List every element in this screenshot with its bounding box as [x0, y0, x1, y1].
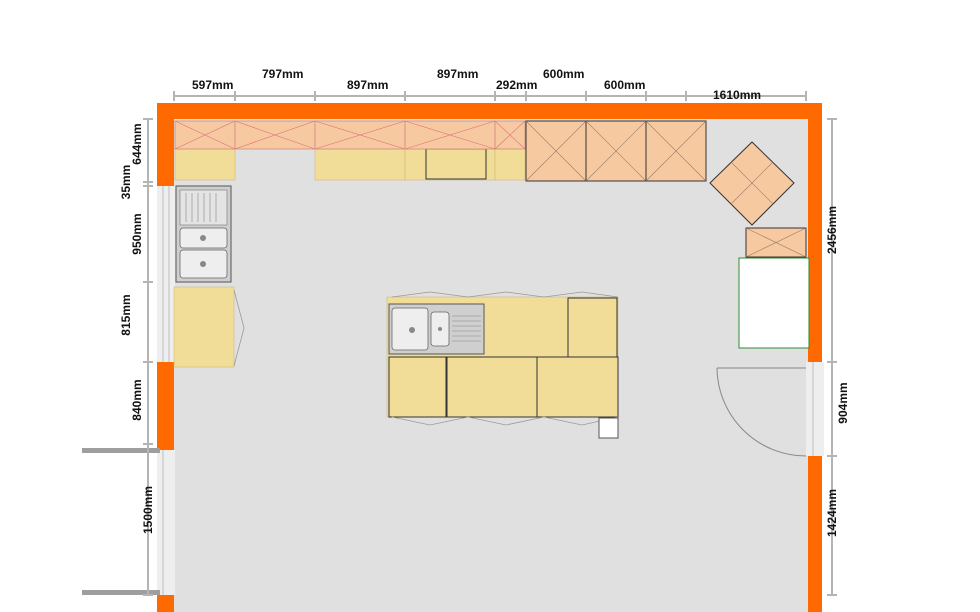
- dim-left-2: 35mm: [119, 165, 133, 200]
- dim-left-6: 1500mm: [141, 486, 155, 534]
- left-base-cabinet[interactable]: [173, 286, 235, 368]
- refrigerator[interactable]: [738, 257, 810, 349]
- dim-left-4: 815mm: [119, 294, 133, 335]
- left-dimension-labels: 644mm 35mm 950mm 815mm 840mm 1500mm: [119, 123, 155, 534]
- dim-top-7: 600mm: [604, 78, 645, 92]
- dim-left-3: 950mm: [130, 213, 144, 254]
- dim-top-3: 897mm: [347, 78, 388, 92]
- left-window-upper[interactable]: [157, 186, 175, 362]
- dim-top-1: 597mm: [192, 78, 233, 92]
- dim-right-3: 1424mm: [825, 489, 839, 537]
- dim-right-2: 904mm: [836, 382, 850, 423]
- top-base-cabinets[interactable]: [174, 148, 526, 181]
- corner-cabinet[interactable]: [709, 141, 795, 226]
- right-dimension-labels: 2456mm 904mm 1424mm: [825, 206, 850, 537]
- top-dimension-labels: 597mm 797mm 897mm 897mm 292mm 600mm 600m…: [192, 67, 761, 102]
- dimension-lines: [143, 91, 837, 596]
- dim-top-5: 292mm: [496, 78, 537, 92]
- top-wall-cabinets[interactable]: [174, 120, 707, 182]
- dim-top-8: 1610mm: [713, 88, 761, 102]
- small-appliance[interactable]: [598, 417, 619, 439]
- dim-right-1: 2456mm: [825, 206, 839, 254]
- left-sink-unit[interactable]: [175, 185, 232, 283]
- left-door-opening[interactable]: [82, 448, 175, 595]
- dim-left-1: 644mm: [130, 123, 144, 164]
- island[interactable]: [386, 291, 619, 426]
- door-swing-icon: [716, 367, 807, 457]
- right-door-opening[interactable]: [716, 362, 824, 457]
- dim-top-4: 897mm: [437, 67, 478, 81]
- dim-left-5: 840mm: [130, 379, 144, 420]
- right-wall-cabinet[interactable]: [745, 227, 807, 258]
- dim-top-2: 797mm: [262, 67, 303, 81]
- dim-top-6: 600mm: [543, 67, 584, 81]
